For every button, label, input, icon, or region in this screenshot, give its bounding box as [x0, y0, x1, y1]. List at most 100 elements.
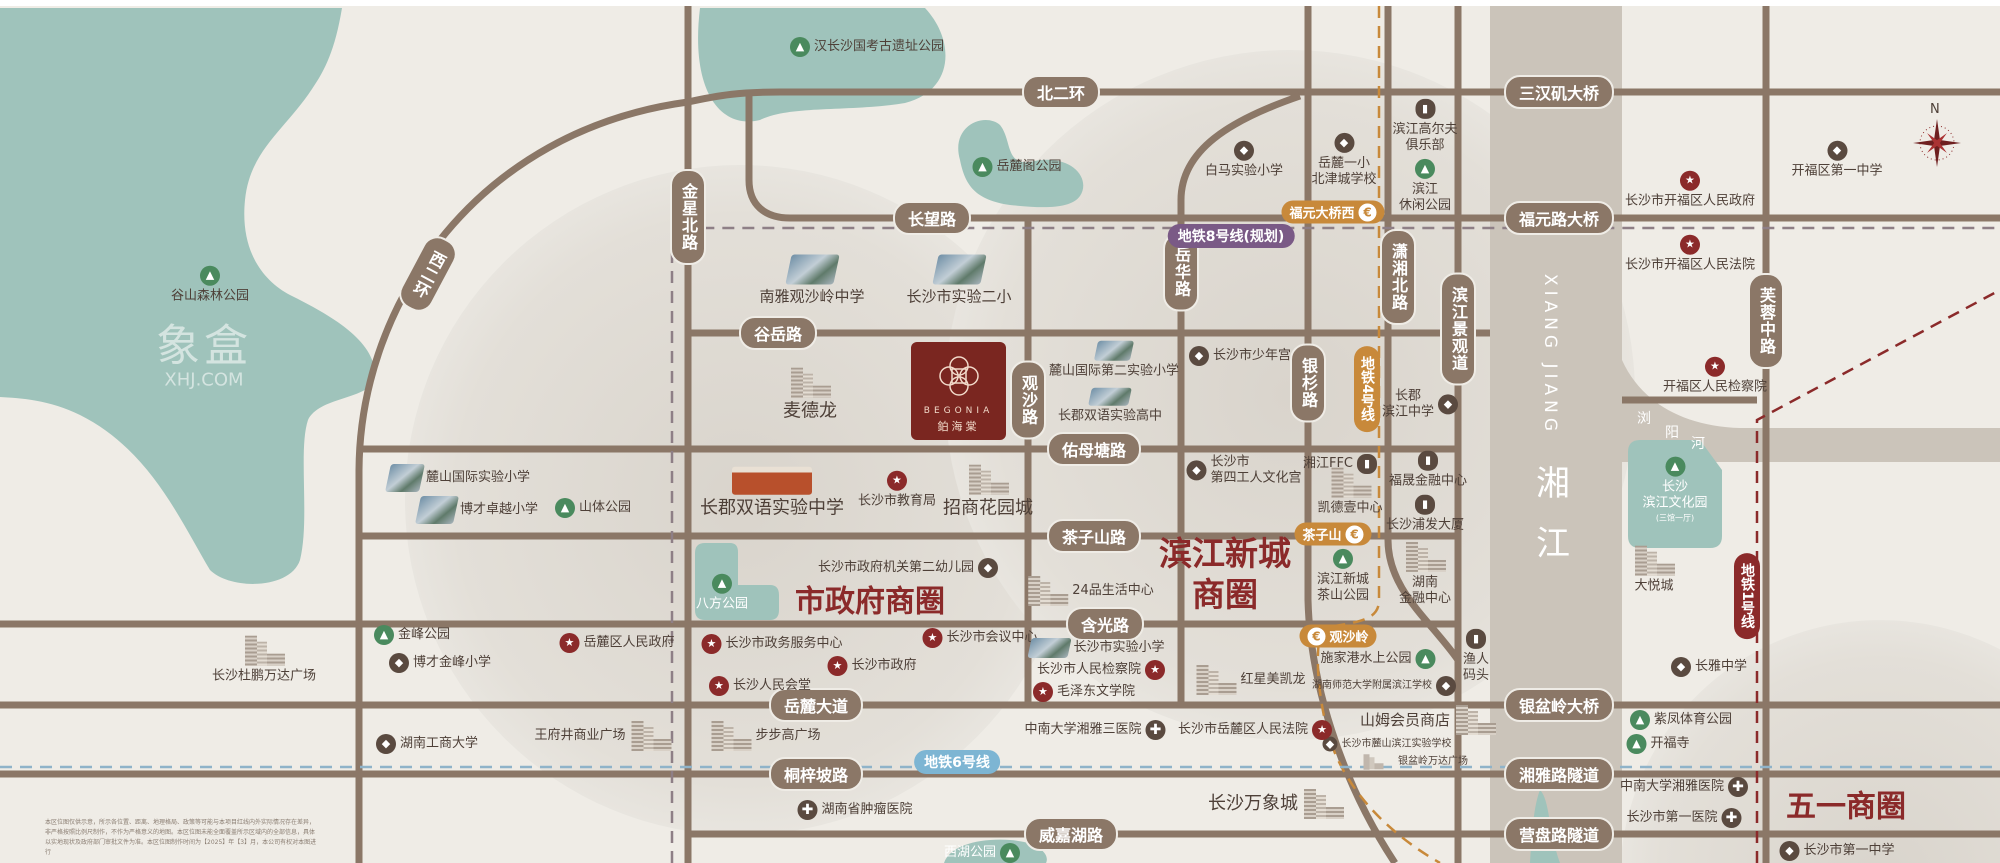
poi-label: 麓山国际第二实验小学	[1048, 363, 1180, 379]
poi-school-photo: 长沙市实验二小	[906, 254, 1012, 306]
poi-label: 长沙市政府	[851, 658, 917, 674]
star-icon: ★	[1145, 660, 1166, 680]
poi-school-photo: 麓山国际实验小学	[385, 464, 531, 492]
graduation-cap-icon: ◆	[1322, 736, 1338, 752]
graduation-cap-icon: ◆	[1436, 676, 1456, 696]
poi-school-photo: 长沙市实验小学	[1027, 638, 1165, 658]
poi-label: 长沙市教育局	[857, 493, 937, 509]
road-label: 长望路	[892, 201, 972, 235]
road-label: 含光路	[1065, 607, 1145, 641]
school-thumbnail-icon	[1088, 387, 1132, 406]
poi-school: ◆长雅中学	[1670, 657, 1747, 677]
star-icon: ★	[886, 470, 907, 491]
river-tributary	[1622, 360, 2000, 462]
poi-government: ★长沙市政府	[827, 656, 917, 676]
park-area	[1628, 440, 1722, 548]
poi-park: ▲岳麓阁公园	[972, 157, 1062, 177]
poi-commercial: 长沙万象城	[1208, 789, 1344, 819]
poi-label: 步步高广场	[755, 728, 821, 744]
park-icon: ▲	[789, 37, 810, 57]
poi-label: 麦德龙	[783, 400, 837, 422]
poi-label: 湖南工商大学	[399, 736, 479, 752]
road-label: 潇湘北路	[1380, 229, 1416, 325]
graduation-cap-icon: ◆	[1779, 841, 1800, 861]
poi-park: ▲金峰公园	[373, 625, 450, 645]
poi-school: 长郡 滨江中学◆	[1382, 388, 1459, 419]
poi-park: ▲汉长沙国考古遗址公园	[789, 37, 944, 57]
poi-commercial: 银盆岭万达广场	[1352, 747, 1468, 777]
poi-commercial: 招商花园城	[943, 464, 1033, 520]
project-marker[interactable]: BEGONIA 鉑海棠	[911, 342, 1006, 440]
graduation-cap-icon: ◆	[388, 653, 409, 673]
poi-label: 滨江新城 茶山公园	[1316, 571, 1370, 603]
poi-label: 渔人 码头	[1462, 651, 1490, 683]
poi-label: 谷山森林公园	[170, 288, 250, 304]
park-icon: ▲	[1415, 649, 1436, 669]
watermark-cn: 象盒	[156, 320, 252, 372]
station-name: 观沙岭	[1329, 630, 1369, 646]
metro-station: 福元大桥西€	[1281, 200, 1385, 224]
district-label: 市政府商圈	[795, 584, 945, 620]
building-icon	[1026, 576, 1069, 606]
poi-school: ◆白马实验小学	[1205, 140, 1283, 180]
project-logo-icon	[938, 356, 979, 396]
school-thumbnail-icon	[385, 464, 425, 492]
poi-label: 王府井商业广场	[534, 728, 626, 744]
poi-park: 西湖公园▲	[943, 843, 1021, 863]
tributary-label: 河	[1691, 436, 1705, 452]
poi-commercial: 王府井商业广场	[534, 721, 672, 751]
poi-label: 岳麓阁公园	[996, 159, 1062, 175]
poi-park: ▲滨江新城 茶山公园	[1316, 548, 1370, 603]
poi-label: 长沙 滨江文化园	[1642, 479, 1708, 511]
metro-label-line8: 地铁8号线(规划)	[1167, 224, 1295, 248]
metro-label-line6: 地铁6号线	[914, 750, 1000, 774]
poi-label: 长郡双语实验高中	[1057, 408, 1163, 424]
poi-park: 施家港水上公园▲	[1320, 649, 1436, 669]
school-thumbnail-icon	[1027, 638, 1072, 658]
poi-label: 福晟金融中心	[1388, 473, 1468, 489]
metro-icon: €	[1307, 627, 1326, 645]
poi-label: 滨江高尔夫 俱乐部	[1392, 121, 1458, 153]
station-name: 茶子山	[1302, 528, 1342, 544]
poi-label: 滨江 休闲公园	[1398, 181, 1452, 213]
poi-government: ★长沙市开福区人民法院	[1625, 234, 1755, 274]
building-icon	[630, 721, 672, 751]
poi-commercial: 24品生活中心	[1026, 576, 1154, 606]
metro-label-line1: 地铁1号线	[1734, 553, 1760, 639]
poi-school: ◆博才金峰小学	[388, 653, 491, 673]
poi-label: 西湖公园	[943, 845, 997, 861]
building-icon	[1454, 705, 1497, 735]
hospital-cross-icon: ✚	[1145, 720, 1166, 740]
station-name: 福元大桥西	[1289, 206, 1355, 222]
star-icon: ★	[1704, 356, 1725, 377]
tributary-label: 浏	[1637, 411, 1651, 427]
poi-label: 麓山国际实验小学	[425, 470, 531, 486]
graduation-cap-icon: ◆	[1670, 657, 1691, 677]
poi-park: ▲开福寺	[1626, 734, 1690, 754]
metro-station: €观沙岭	[1299, 624, 1377, 648]
poi-label: 长沙市少年宫	[1212, 348, 1292, 364]
poi-school: ◆湖南工商大学	[375, 734, 479, 754]
office-tower-icon: ▮	[1417, 450, 1438, 471]
poi-label: 开福区人民检察院	[1662, 379, 1768, 395]
poi-label: 长郡双语实验中学	[700, 497, 844, 519]
poi-label: 开福区第一中学	[1791, 163, 1883, 179]
compass: N	[1912, 102, 1962, 172]
watermark-en: XHJ.COM	[164, 369, 244, 391]
poi-government: ★长沙市开福区人民政府	[1625, 170, 1755, 210]
poi-office: ▮滨江高尔夫 俱乐部	[1392, 98, 1458, 153]
poi-label: 长沙市岳麓区人民法院	[1177, 722, 1309, 738]
park-area	[695, 543, 779, 620]
hospital-cross-icon: ✚	[1728, 777, 1749, 797]
poi-office: 湘江FFC▮	[1303, 454, 1378, 474]
poi-government: ★ 长沙市教育局	[857, 470, 937, 510]
star-icon: ★	[1032, 682, 1053, 702]
poi-government: 长沙市岳麓区人民法院★	[1177, 720, 1333, 740]
hospital-cross-icon: ✚	[797, 800, 818, 820]
road-label: 营盘路隧道	[1503, 817, 1615, 851]
poi-school: ◆开福区第一中学	[1791, 140, 1883, 180]
poi-hospital: 中南大学湘雅医院✚	[1620, 777, 1749, 797]
poi-label: 毛泽东文学院	[1056, 684, 1136, 700]
poi-label: 长沙浦发大厦	[1385, 517, 1465, 533]
